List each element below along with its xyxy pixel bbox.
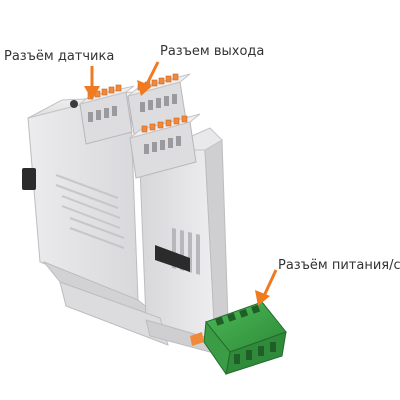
output-terminal-block-lower [129,113,201,179]
plug-latch-tab [190,332,204,346]
power-comm-plug [203,301,287,376]
status-led [70,100,78,108]
front-panel-markings [55,174,125,249]
output-lower-latches [141,115,188,133]
callout-arrows [84,61,278,306]
plug-wire-openings [234,342,276,364]
sensor-connector-label: Разъём датчика [4,49,115,64]
output-callout-arrow [144,61,160,87]
power-comm-connector-label: Разъём питания/связи [278,258,400,273]
plug-screw-heads [215,304,261,326]
sensor-arrow-head [84,86,100,100]
power-arrow-head [255,290,270,306]
output-connector-label: Разъем выхода [160,44,265,59]
sensor-terminal-block [79,84,135,145]
output-arrow-head [137,80,152,96]
din-rail-clip-left [22,168,36,190]
power-callout-arrow [262,269,278,297]
din-rail-clip-right [155,245,190,272]
